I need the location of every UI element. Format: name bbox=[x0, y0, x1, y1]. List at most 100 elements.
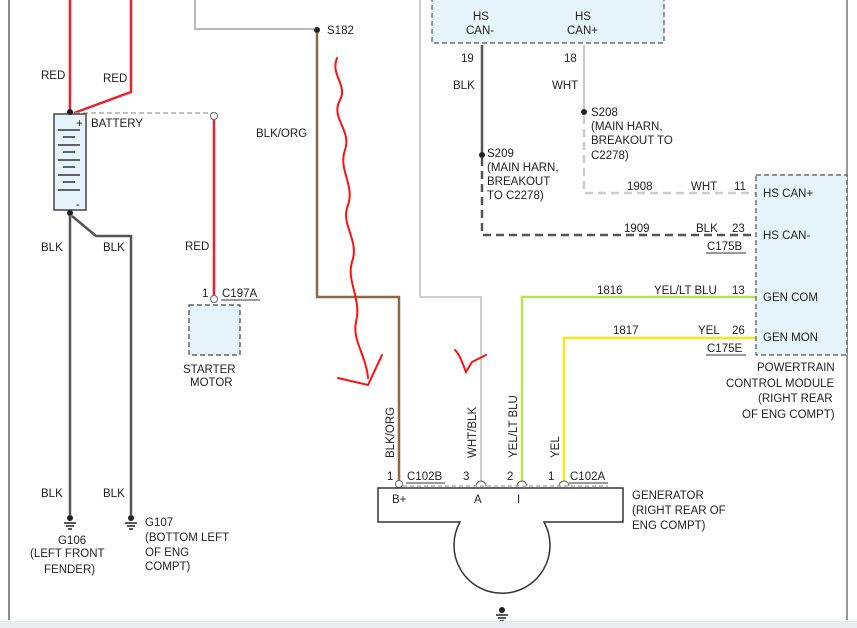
pin-can-plus: 18 bbox=[564, 53, 577, 65]
pcm-pin2-name: HS CAN- bbox=[763, 230, 810, 242]
pcm-pin1-color: WHT bbox=[691, 181, 717, 193]
battery-cells bbox=[58, 129, 80, 191]
pcm-pin4-pin: 26 bbox=[732, 325, 745, 337]
splice-s209-line1: (MAIN HARN, bbox=[487, 162, 559, 174]
generator-terminal-i bbox=[516, 480, 528, 487]
pcm-title-line3: (RIGHT REAR bbox=[758, 393, 833, 405]
battery-positive-node bbox=[67, 109, 73, 115]
wire-label-wht-can: WHT bbox=[552, 80, 578, 92]
wire-label-blk-left: BLK bbox=[41, 242, 63, 254]
splice-s209 bbox=[479, 152, 485, 158]
pcm-pin3-color: YEL/LT BLU bbox=[654, 285, 717, 297]
wire-label-blk-org-vertical: BLK/ORG bbox=[385, 407, 397, 458]
ground-symbol-g106 bbox=[64, 515, 76, 530]
generator-connector-b: C102B bbox=[407, 471, 442, 483]
pcm-pin3-pin: 13 bbox=[732, 285, 745, 297]
battery-minus-sign: - bbox=[76, 199, 80, 211]
generator-terminal-a bbox=[475, 480, 487, 487]
generator-bplus-terminal bbox=[395, 480, 403, 488]
battery-link-terminal bbox=[210, 112, 218, 120]
wire-label-blk-org-upper: BLK/ORG bbox=[256, 128, 307, 140]
pcm-pin1-name: HS CAN+ bbox=[763, 188, 813, 200]
splice-s208-line1: (MAIN HARN, bbox=[591, 121, 663, 133]
pcm-connector-b: C175B bbox=[707, 241, 742, 253]
pcm-pin3-name: GEN COM bbox=[763, 292, 818, 304]
splice-s208-name: S208 bbox=[591, 107, 618, 119]
splice-s209-name: S209 bbox=[487, 148, 514, 160]
generator-label-line2: (RIGHT REAR OF bbox=[632, 505, 726, 517]
pcm-pin1-pin: 11 bbox=[734, 181, 746, 193]
generator-term-i: I bbox=[517, 494, 520, 506]
wire-label-blk-can: BLK bbox=[453, 80, 475, 92]
pcm-pin3-circuit: 1816 bbox=[597, 285, 623, 297]
wire-label-red-left: RED bbox=[41, 70, 65, 82]
top-module-box bbox=[431, 0, 665, 44]
red-wire-right bbox=[73, 0, 133, 115]
wire-label-yel-lt-blu-vertical: YEL/LT BLU bbox=[508, 395, 520, 458]
splice-s209-line3: TO C2278) bbox=[487, 190, 544, 202]
pcm-title-line4: OF ENG COMPT) bbox=[742, 409, 835, 421]
starter-pin: 1 bbox=[202, 288, 208, 300]
starter-label-line2: MOTOR bbox=[190, 377, 233, 389]
ground-g106-line2: FENDER) bbox=[44, 564, 95, 576]
pcm-pin4-circuit: 1817 bbox=[613, 325, 639, 337]
annotation-arrow-right bbox=[454, 349, 487, 375]
starter-terminal bbox=[210, 295, 218, 303]
wire-label-red-starter: RED bbox=[185, 241, 209, 253]
annotation-arrow-left-head bbox=[337, 354, 383, 387]
pcm-pin2-pin: 23 bbox=[732, 223, 745, 235]
generator-terminal-yel bbox=[558, 480, 570, 487]
splice-s208-line3: C2278) bbox=[591, 150, 629, 162]
wire-label-yel-vertical: YEL bbox=[550, 436, 562, 458]
pcm-connector-e: C175E bbox=[707, 343, 742, 355]
wht-blk-wire bbox=[420, 296, 482, 482]
splice-s209-line2: BREAKOUT bbox=[487, 176, 550, 188]
wire-label-blk-g106: BLK bbox=[41, 488, 63, 500]
battery-label: BATTERY bbox=[91, 118, 143, 130]
generator-pin-i: 2 bbox=[507, 471, 513, 483]
hs-can-minus-line2: CAN- bbox=[466, 25, 494, 37]
pcm-title-line1: POWERTRAIN bbox=[757, 362, 835, 374]
generator-pin-bplus: 1 bbox=[387, 471, 393, 483]
splice-s208 bbox=[581, 109, 587, 115]
ground-g107-line2: OF ENG bbox=[145, 547, 189, 559]
starter-motor-box bbox=[188, 304, 241, 356]
battery-negative-node bbox=[67, 210, 73, 216]
splice-s182 bbox=[314, 27, 320, 33]
battery-plus-sign: + bbox=[76, 118, 83, 130]
generator-body bbox=[377, 487, 624, 594]
generator-connector-a: C102A bbox=[570, 471, 605, 483]
pcm-pin2-circuit: 1909 bbox=[624, 223, 650, 235]
ground-g107-name: G107 bbox=[145, 517, 173, 529]
ground-g107-line1: (BOTTOM LEFT bbox=[145, 532, 229, 544]
ground-g106-line1: (LEFT FRONT bbox=[30, 548, 105, 560]
wire-label-red-right: RED bbox=[103, 73, 127, 85]
pcm-pin2-color: BLK bbox=[696, 223, 718, 235]
pin-can-minus: 19 bbox=[461, 53, 474, 65]
ground-symbol-g107 bbox=[125, 515, 137, 530]
ground-g107-line3: COMPT) bbox=[145, 561, 191, 573]
pcm-pin4-color: YEL bbox=[698, 325, 720, 337]
pcm-box bbox=[755, 174, 848, 356]
pcm-pin4-name: GEN MON bbox=[763, 332, 818, 344]
generator-term-a: A bbox=[474, 494, 482, 506]
blk-wire-g107 bbox=[71, 215, 133, 515]
annotation-arrow-left-squiggle bbox=[334, 57, 369, 379]
splice-s208-line2: BREAKOUT TO bbox=[591, 135, 673, 147]
starter-label-line1: STARTER bbox=[183, 364, 236, 376]
generator-pin-a: 3 bbox=[463, 471, 469, 483]
wire-label-blk-g107: BLK bbox=[103, 488, 125, 500]
generator-label-line3: ENG COMPT) bbox=[632, 520, 706, 532]
window-bottom-strip bbox=[0, 621, 857, 628]
pcm-pin1-circuit: 1908 bbox=[627, 181, 653, 193]
starter-connector: C197A bbox=[222, 288, 257, 300]
generator-term-bplus: B+ bbox=[392, 494, 407, 506]
hs-can-plus-line2: CAN+ bbox=[567, 25, 598, 37]
wire-label-wht-blk-vertical: WHT/BLK bbox=[467, 407, 479, 458]
splice-s182-label: S182 bbox=[327, 25, 354, 37]
ground-g106-name: G106 bbox=[58, 535, 86, 547]
hs-can-plus-line1: HS bbox=[575, 11, 591, 23]
gray-wire-top-left bbox=[194, 0, 314, 30]
yel-lt-blu-wire bbox=[520, 295, 756, 482]
